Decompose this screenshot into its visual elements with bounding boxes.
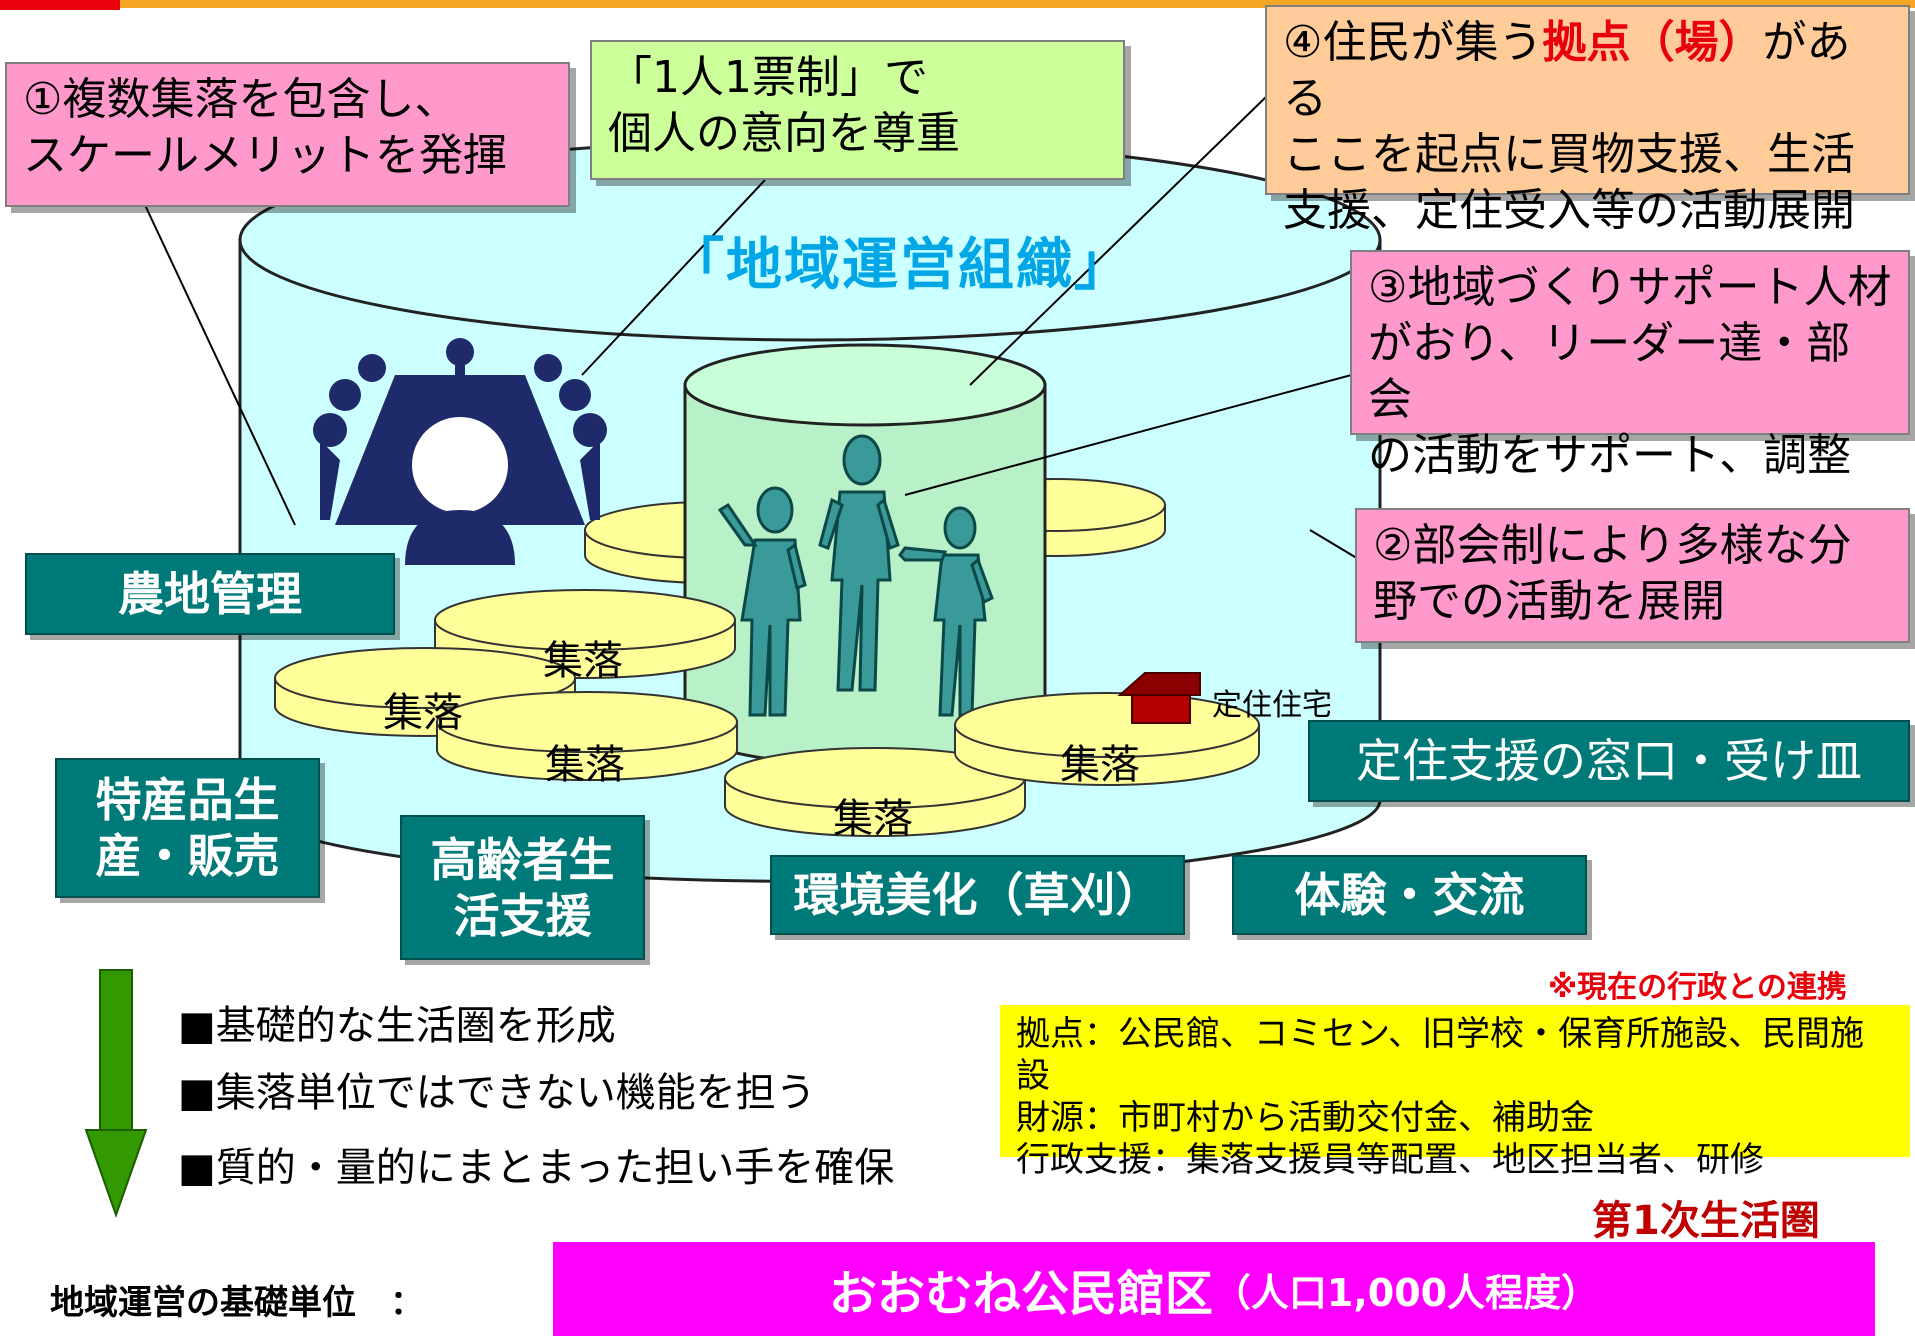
callout-base-place: ④住民が集う拠点（場）がある ここを起点に買物支援、生活 支援、定住受入等の活動… xyxy=(1265,5,1910,236)
activity-elderly-support-line2: 活支援 xyxy=(453,888,592,943)
activity-elderly-support-line1: 高齢者生 xyxy=(430,832,615,887)
admin-line-2: 財源：市町村から活動交付金、補助金 xyxy=(1016,1098,1594,1138)
callout-base-place-line1: ④住民が集う拠点（場）がある xyxy=(1283,15,1892,127)
meeting-icon xyxy=(313,338,607,565)
village-label-5: 集落 xyxy=(833,796,913,842)
callout-base-place-line2: ここを起点に買物支援、生活 xyxy=(1283,129,1855,180)
top-accent-bar xyxy=(0,0,1915,8)
activity-farmland: 農地管理 xyxy=(25,553,395,635)
callout-committee-system-line1: ②部会制により多様な分 xyxy=(1373,520,1852,571)
primary-circle-label: 第1次生活圏 xyxy=(1592,1198,1820,1244)
activity-elderly-support: 高齢者生 活支援 xyxy=(400,815,645,960)
callout-support-staff: ③地域づくりサポート人材 がおり、リーダー達・部会 の活動をサポート、調整 xyxy=(1350,250,1910,481)
callout-support-staff-line1: ③地域づくりサポート人材 xyxy=(1368,262,1892,313)
activity-specialty-line2: 産・販売 xyxy=(95,829,280,883)
callout-base-place-highlight: 拠点（場） xyxy=(1542,17,1763,68)
basic-unit-main: おおむね公民館区 xyxy=(828,1266,1213,1322)
callout-one-vote: 「1人1票制」で 個人の意向を尊重 xyxy=(590,40,1125,180)
bullet-1: ■基礎的な生活圏を形成 xyxy=(178,1003,616,1049)
callout-committee-system: ②部会制により多様な分 野での活動を展開 xyxy=(1355,508,1910,643)
basic-unit-sub: （人口1,000人程度） xyxy=(1212,1270,1600,1315)
callout-base-place-suffix: がある xyxy=(1283,17,1851,124)
admin-line-1: 拠点：公民館、コミセン、旧学校・保育所施設、民間施設 xyxy=(1016,1014,1864,1096)
callout-scale-merit-line1: ①複数集落を包含し、 xyxy=(23,74,459,125)
callout-base-place-prefix: ④住民が集う xyxy=(1283,17,1543,68)
activity-environment: 環境美化（草刈） xyxy=(770,855,1185,935)
callout-scale-merit: ①複数集落を包含し、 スケールメリットを発揮 xyxy=(5,62,570,207)
admin-note: ※現在の行政との連携 xyxy=(1548,970,1847,1005)
village-disc-3 xyxy=(436,691,738,781)
callout-one-vote-line2: 個人の意向を尊重 xyxy=(608,108,960,159)
callout-one-vote-line1: 「1人1票制」で xyxy=(608,52,928,103)
activity-exchange: 体験・交流 xyxy=(1232,855,1587,935)
village-label-4: 集落 xyxy=(1060,742,1140,788)
top-accent-red xyxy=(0,0,120,10)
basic-unit-box: おおむね公民館区（人口1,000人程度） xyxy=(553,1242,1875,1336)
callout-base-place-line3: 支援、定住受入等の活動展開 xyxy=(1283,185,1855,236)
activity-specialty-line1: 特産品生 xyxy=(95,773,280,827)
leader-lines xyxy=(144,94,1371,561)
callout-support-staff-line2: がおり、リーダー達・部会 xyxy=(1368,318,1851,425)
house-icon xyxy=(1117,672,1201,724)
activity-specialty: 特産品生 産・販売 xyxy=(55,758,320,898)
callout-committee-system-line2: 野での活動を展開 xyxy=(1373,576,1725,627)
bullet-3: ■質的・量的にまとまった担い手を確保 xyxy=(178,1145,895,1191)
basic-unit-label: 地域運営の基礎単位 ： xyxy=(50,1283,424,1323)
village-label-3: 集落 xyxy=(545,742,625,788)
bullet-2: ■集落単位ではできない機能を担う xyxy=(178,1070,816,1116)
house-label: 定住住宅 xyxy=(1212,688,1332,723)
admin-line-3: 行政支援：集落支援員等配置、地区担当者、研修 xyxy=(1016,1140,1764,1180)
callout-scale-merit-line2: スケールメリットを発揮 xyxy=(23,130,507,181)
village-label-1: 集落 xyxy=(543,638,623,684)
activity-settlement-support: 定住支援の窓口・受け皿 xyxy=(1308,720,1910,802)
people-icon xyxy=(717,434,994,717)
org-title: 「地域運営組織」 xyxy=(668,233,1132,298)
admin-box: 拠点：公民館、コミセン、旧学校・保育所施設、民間施設 財源：市町村から活動交付金… xyxy=(1000,1005,1910,1180)
callout-support-staff-line3: の活動をサポート、調整 xyxy=(1368,430,1852,481)
down-arrow-icon xyxy=(84,969,148,1219)
village-disc-4 xyxy=(724,747,1026,837)
village-label-2: 集落 xyxy=(383,690,463,736)
